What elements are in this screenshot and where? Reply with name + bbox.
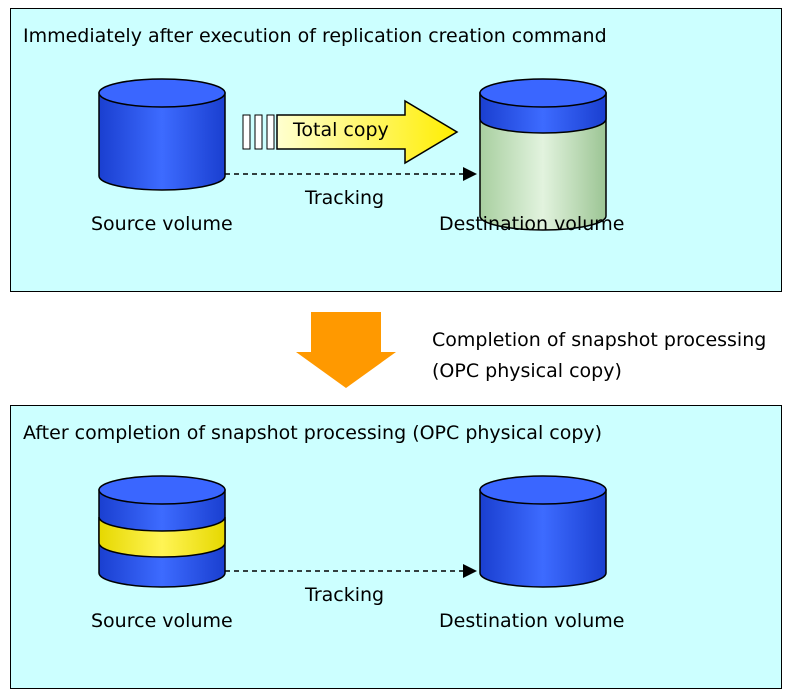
source-volume-label: Source volume [91,213,233,235]
copy-bars-icon [242,114,275,150]
tracking-label: Tracking [305,584,385,606]
top-panel: Immediately after execution of replicati… [10,8,782,292]
destination-volume-cylinder [479,475,607,588]
top-diagram [98,78,607,231]
destination-volume-label: Destination volume [439,610,625,632]
transition-line2: (OPC physical copy) [432,360,622,382]
total-copy-label: Total copy [293,119,389,141]
bottom-diagram [98,475,607,588]
source-volume-cylinder [98,475,226,588]
total-copy-arrow [276,99,459,165]
top-panel-title: Immediately after execution of replicati… [23,25,607,47]
destination-volume-label: Destination volume [439,213,625,235]
transition-line1: Completion of snapshot processing [432,329,767,351]
bottom-panel-title: After completion of snapshot processing … [23,422,603,444]
tracking-arrow [225,564,477,578]
source-volume-label: Source volume [91,610,233,632]
source-volume-cylinder [98,78,226,191]
tracking-label: Tracking [305,187,385,209]
tracking-arrow [225,167,477,181]
transition-arrow [296,312,396,388]
bottom-panel: After completion of snapshot processing … [10,405,782,689]
destination-volume-cylinder [479,78,607,231]
